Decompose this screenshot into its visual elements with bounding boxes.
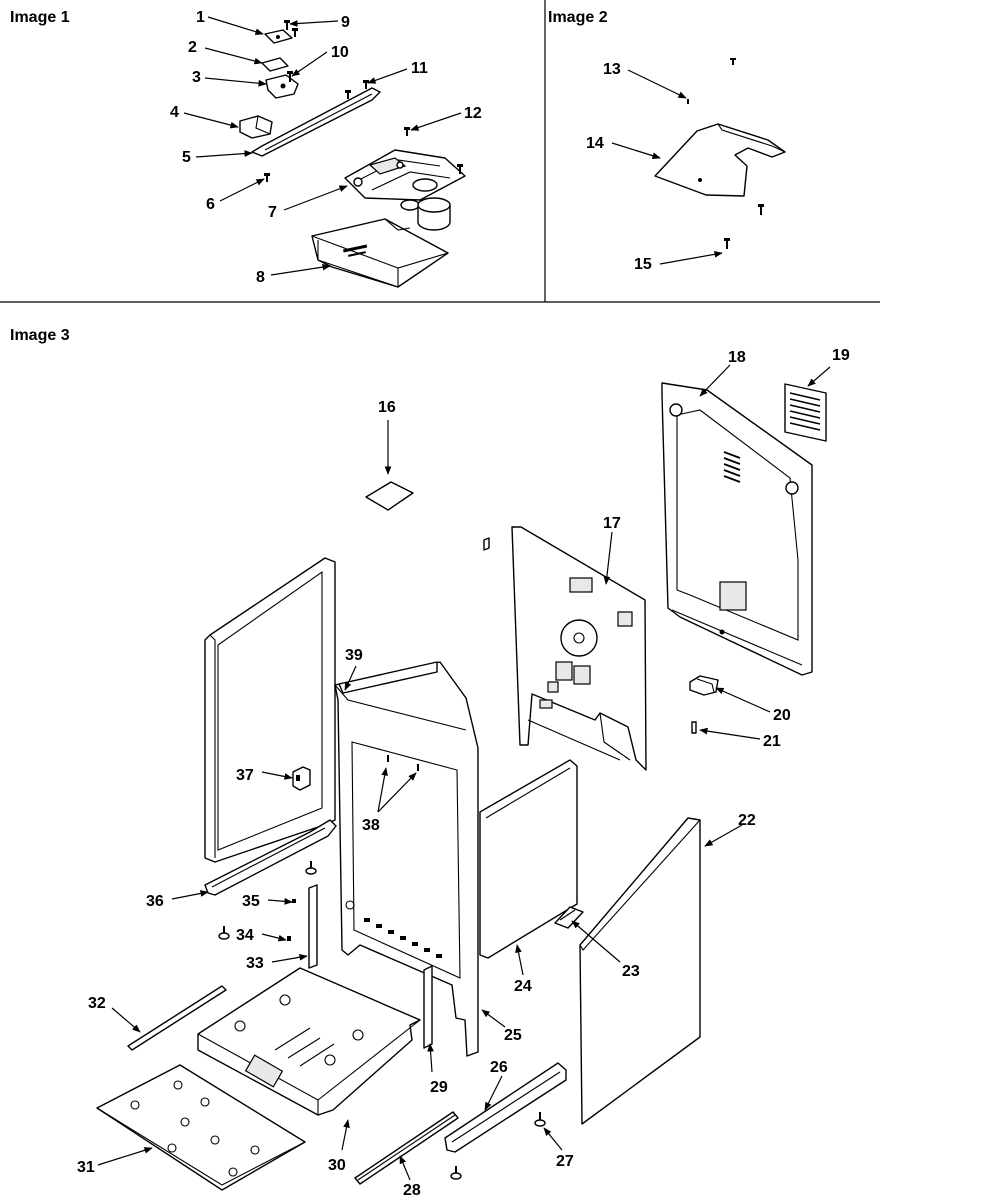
panel-dividers (0, 0, 880, 303)
part-29-bracket (423, 965, 433, 1049)
callout-10: 10 (331, 44, 349, 61)
callout-32: 32 (88, 995, 106, 1012)
callout-15: 15 (634, 256, 652, 273)
part-24-side-panel (479, 759, 578, 959)
callout-7: 7 (268, 204, 277, 221)
image1-parts (183, 16, 466, 288)
part-6-screw (264, 173, 270, 182)
callout-12: 12 (464, 105, 482, 122)
callout-2: 2 (188, 39, 197, 56)
part-9-screws (284, 20, 298, 37)
image2-parts (611, 58, 786, 265)
part-32-rail (127, 985, 227, 1051)
part-37-switch (292, 766, 311, 791)
callout-18: 18 (728, 349, 746, 366)
callout-27: 27 (556, 1153, 574, 1170)
callout-31: 31 (77, 1159, 95, 1176)
part-39-top-bracket (338, 661, 438, 694)
part-28-rail (354, 1111, 459, 1185)
part-16-plate (365, 481, 414, 511)
panel-title-image1: Image 1 (10, 9, 70, 26)
callout-labels: 1 9 2 10 3 11 4 12 5 6 7 8 13 14 15 16 1… (77, 9, 850, 1199)
callout-4: 4 (170, 104, 179, 121)
callout-37: 37 (236, 767, 254, 784)
callout-30: 30 (328, 1157, 346, 1174)
part-2-plate (261, 57, 289, 72)
callout-24: 24 (514, 978, 532, 995)
callout-38: 38 (362, 817, 380, 834)
callout-34: 34 (236, 927, 254, 944)
panel-title-image2: Image 2 (548, 9, 608, 26)
callout-11: 11 (411, 60, 428, 77)
part-12-screw (404, 127, 410, 136)
left-side-panel (204, 557, 336, 863)
callout-22: 22 (738, 812, 756, 829)
part-14-shield (654, 123, 786, 197)
part-17-clip (483, 537, 490, 551)
callout-16: 16 (378, 399, 396, 416)
part-20-component (689, 675, 719, 696)
callout-21: 21 (763, 733, 781, 750)
part-22-side-panel (579, 817, 701, 1125)
callout-39: 39 (345, 647, 363, 664)
callout-1: 1 (196, 9, 205, 26)
part-23-rail (554, 906, 584, 929)
part-7-mechanism (344, 149, 466, 231)
part-18-back-panel (661, 382, 813, 676)
part-15-screws (724, 204, 764, 249)
part-38-pins (387, 755, 419, 771)
callout-28: 28 (403, 1182, 421, 1199)
callout-26: 26 (490, 1059, 508, 1076)
part-11-screws (345, 80, 369, 99)
panel-title-image3: Image 3 (10, 327, 70, 344)
part-26-rail (444, 1062, 567, 1153)
image3-parts (96, 364, 831, 1191)
part-13-screws (687, 58, 736, 104)
callout-17: 17 (603, 515, 621, 532)
callout-14: 14 (586, 135, 604, 152)
part-8-base-plate (311, 218, 449, 288)
callout-23: 23 (622, 963, 640, 980)
part-36-rail (204, 819, 337, 896)
callout-35: 35 (242, 893, 260, 910)
callout-13: 13 (603, 61, 621, 78)
callout-33: 33 (246, 955, 264, 972)
part-31-floor-plate (96, 1064, 306, 1191)
callout-9: 9 (341, 14, 350, 31)
callout-36: 36 (146, 893, 164, 910)
part-34-35-screws (287, 899, 296, 941)
part-21-pin (691, 721, 697, 734)
callout-25: 25 (504, 1027, 522, 1044)
callout-6: 6 (206, 196, 215, 213)
leveling-feet (218, 861, 546, 1180)
callout-20: 20 (773, 707, 791, 724)
part-5-rod (251, 87, 381, 157)
callout-5: 5 (182, 149, 191, 166)
callout-3: 3 (192, 69, 201, 86)
part-10-screw (287, 71, 293, 82)
callout-19: 19 (832, 347, 850, 364)
callout-8: 8 (256, 269, 265, 286)
part-33-bracket (308, 884, 318, 969)
part-19-grille (784, 383, 827, 442)
part-25-front-frame (334, 661, 479, 1057)
callout-29: 29 (430, 1079, 448, 1096)
part-30-bottom-pan (197, 967, 421, 1116)
part-17-rear-panel (511, 526, 647, 771)
